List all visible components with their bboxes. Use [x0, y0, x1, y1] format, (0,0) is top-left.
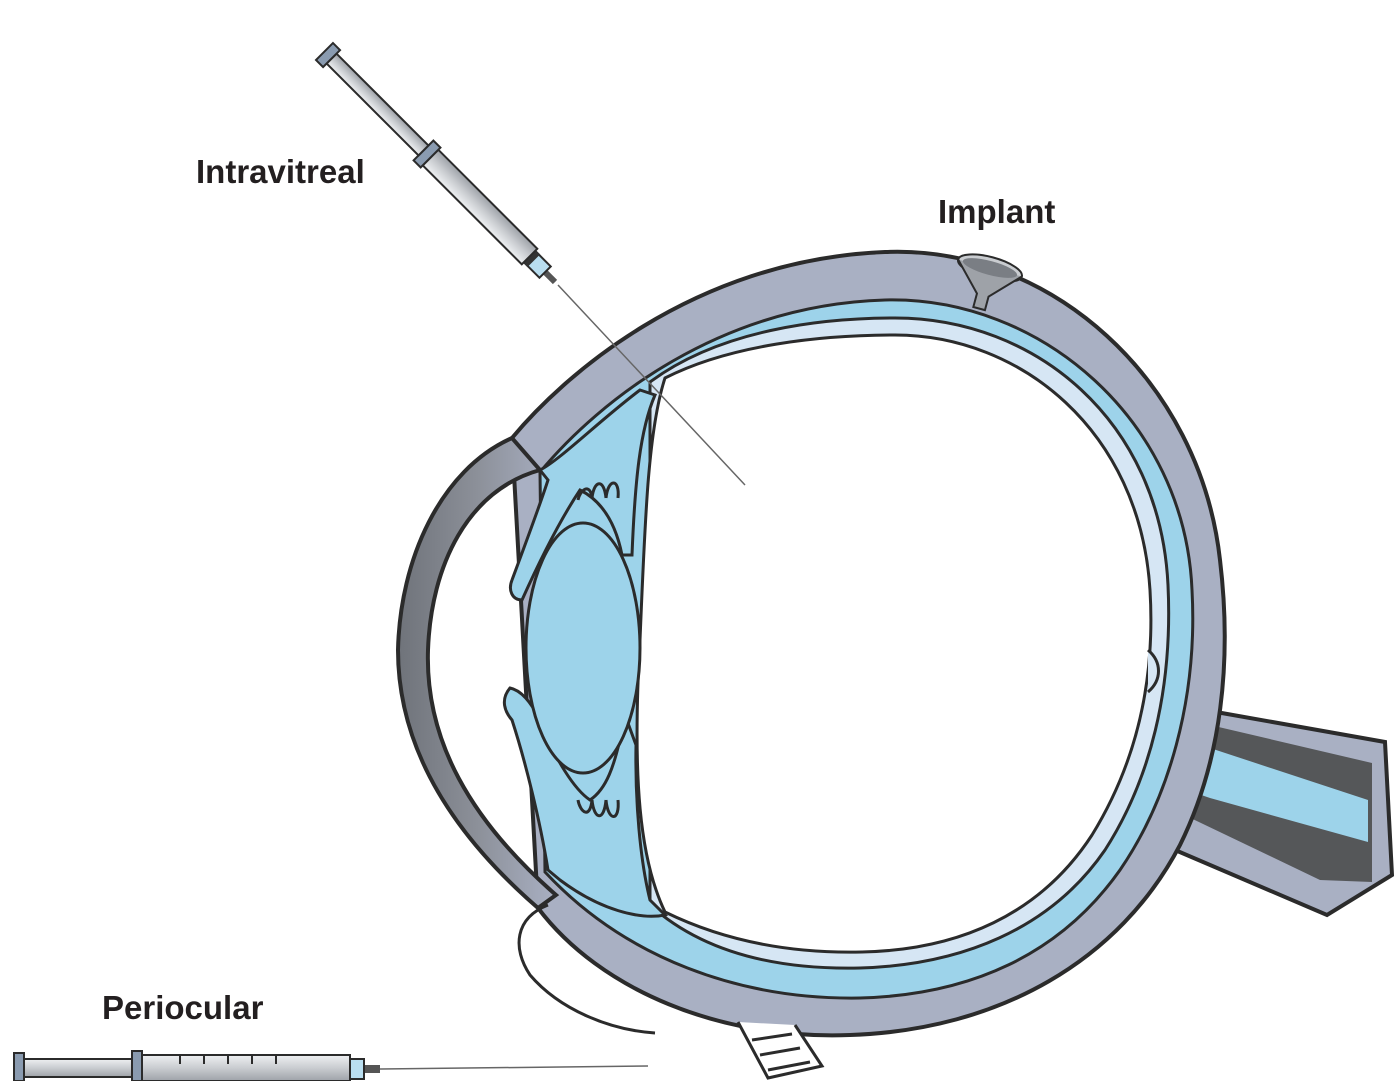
label-implant: Implant [938, 193, 1055, 231]
label-intravitreal: Intravitreal [196, 153, 365, 191]
syringe-icon [14, 1051, 648, 1081]
label-periocular: Periocular [102, 989, 263, 1027]
lens [526, 523, 640, 773]
